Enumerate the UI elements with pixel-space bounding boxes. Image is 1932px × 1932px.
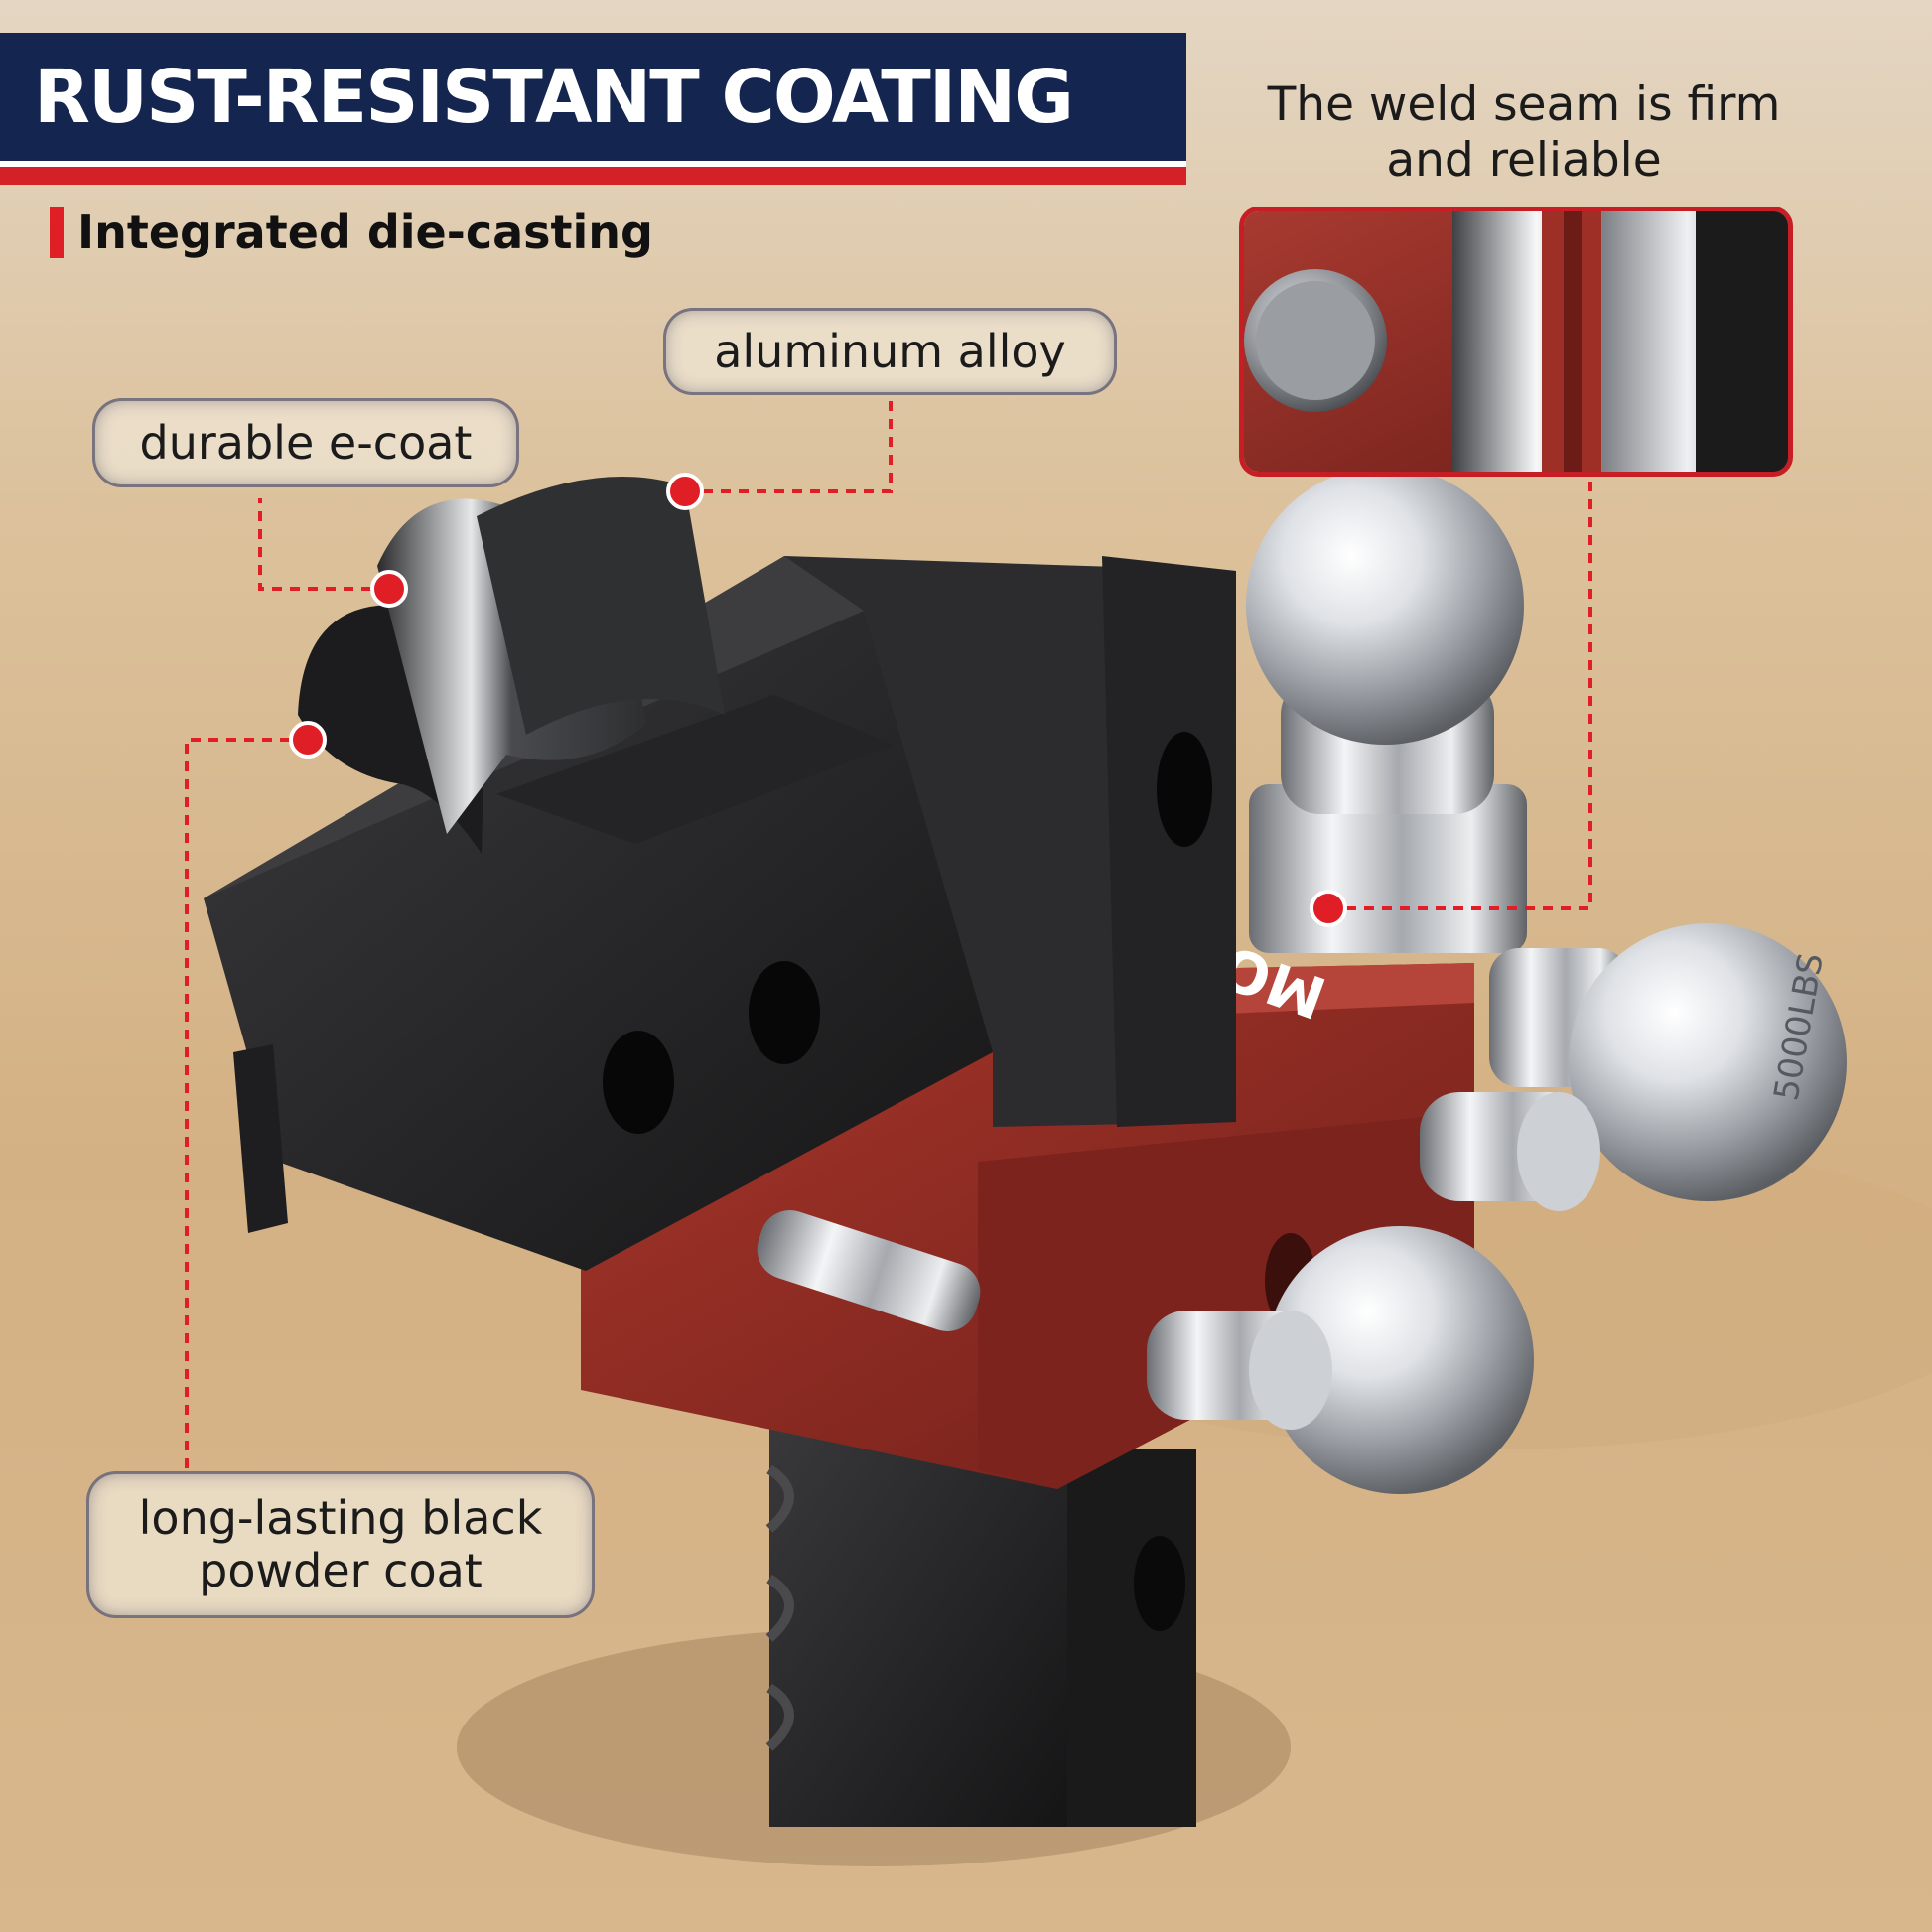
callout-powder-coat: long-lasting black powder coat <box>86 1471 595 1618</box>
top-hitch-ball <box>1246 467 1527 953</box>
leader-weld <box>1310 477 1592 927</box>
lower-hitch-ball <box>1266 1226 1534 1494</box>
weld-seam-closeup <box>1244 211 1788 472</box>
leader-aluminum <box>666 397 893 510</box>
spring-clip <box>298 477 725 854</box>
chrome-pin <box>757 1209 981 1332</box>
callout-powder-coat-line1: long-lasting black <box>138 1491 543 1546</box>
title-banner: RUST-RESISTANT COATING <box>0 33 1186 185</box>
callout-durable-ecoat: durable e-coat <box>92 398 519 487</box>
subtitle-accent-bar <box>50 207 64 258</box>
subtitle: Integrated die-casting <box>50 205 653 260</box>
callout-weld-seam: The weld seam is firm and reliable <box>1201 77 1847 190</box>
callout-weld-line2: and reliable <box>1386 133 1662 189</box>
lock-pins <box>1147 1092 1600 1430</box>
callout-aluminum-alloy: aluminum alloy <box>663 308 1117 395</box>
banner-stripe-red <box>0 167 1186 185</box>
leader-ecoat <box>258 498 408 608</box>
leader-powder-coat <box>185 721 327 1469</box>
page-title: RUST-RESISTANT COATING <box>34 55 1074 140</box>
subtitle-text: Integrated die-casting <box>77 206 653 259</box>
callout-powder-coat-line2: powder coat <box>199 1544 483 1597</box>
callout-weld-line1: The weld seam is firm <box>1267 77 1781 132</box>
weld-seam-inset <box>1239 207 1793 477</box>
right-hitch-ball: 5000LBS <box>1489 923 1847 1201</box>
banner-stripe-white <box>0 161 1186 167</box>
